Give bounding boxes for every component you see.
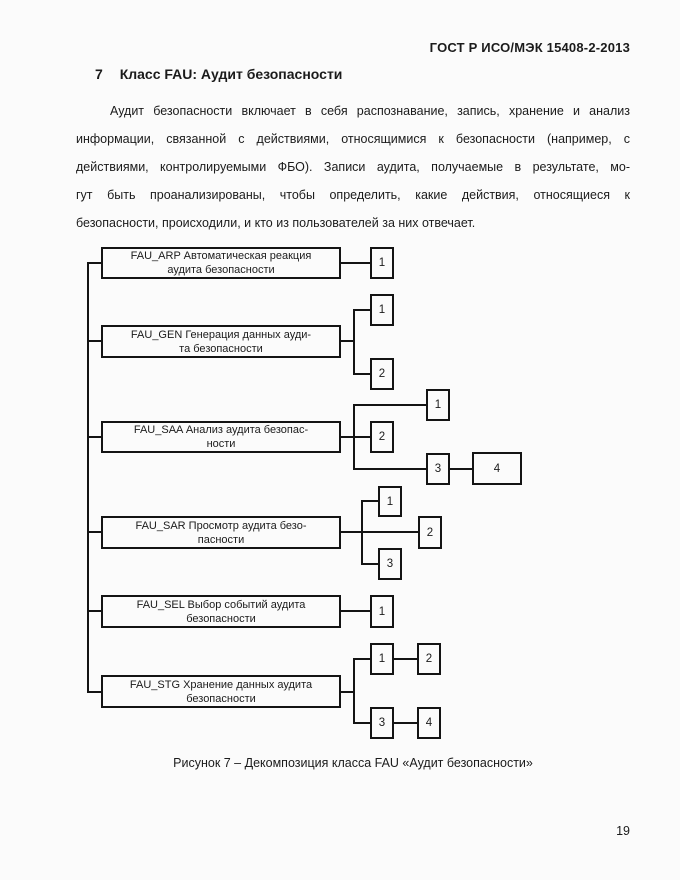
connector-line <box>353 722 370 724</box>
component-box-fau-stg-4: 4 <box>417 707 441 739</box>
connector-line <box>361 500 378 502</box>
family-label-line2: безопасности <box>186 612 256 625</box>
paragraph-line: гут быть проанализированы, чтобы определ… <box>76 188 630 202</box>
paragraph-line: действиями, контролируемыми ФБО). Записи… <box>76 160 630 174</box>
family-label-line1: FAU_SAR Просмотр аудита безо- <box>135 519 307 532</box>
branch-line <box>353 404 355 470</box>
branch-line <box>361 500 363 565</box>
paragraph-line: информации, связанной с действиями, отно… <box>76 132 630 146</box>
connector-line <box>87 531 101 533</box>
component-box-fau-stg-1: 1 <box>370 643 394 675</box>
connector-line <box>450 468 472 470</box>
family-box-fau-sar: FAU_SAR Просмотр аудита безо- пасности <box>101 516 341 549</box>
connector-line <box>341 610 370 612</box>
component-box-fau-sel-1: 1 <box>370 595 394 628</box>
family-label-line1: FAU_ARP Автоматическая реакция <box>130 250 312 262</box>
component-box-fau-arp-1: 1 <box>370 247 394 279</box>
family-label-line2: та безопасности <box>179 342 263 355</box>
connector-line <box>87 691 101 693</box>
connector-line <box>353 309 370 311</box>
document-header: ГОСТ Р ИСО/МЭК 15408-2-2013 <box>429 40 630 55</box>
connector-line <box>341 691 355 693</box>
connector-line <box>353 373 370 375</box>
family-box-fau-stg: FAU_STG Хранение данных аудита безопасно… <box>101 675 341 708</box>
connector-line <box>394 722 417 724</box>
connector-line <box>87 262 101 264</box>
page-number: 19 <box>616 824 630 838</box>
connector-line <box>87 610 101 612</box>
component-box-fau-saa-2: 2 <box>370 421 394 453</box>
family-label-line1: FAU_STG Хранение данных аудита <box>129 678 313 691</box>
connector-line <box>341 262 370 264</box>
branch-line <box>353 309 355 375</box>
component-box-fau-saa-1: 1 <box>426 389 450 421</box>
family-box-fau-sel: FAU_SEL Выбор событий аудита безопасност… <box>101 595 341 628</box>
connector-line <box>353 404 426 406</box>
component-box-fau-stg-2: 2 <box>417 643 441 675</box>
family-label-line2: безопасности <box>186 692 256 705</box>
component-box-fau-gen-1: 1 <box>370 294 394 326</box>
connector-line <box>353 468 426 470</box>
section-number: 7 <box>95 66 103 82</box>
family-label-line2: аудита безопасности <box>167 264 275 276</box>
connector-line <box>341 531 418 533</box>
paragraph-line: Аудит безопасности включает в себя распо… <box>110 104 630 118</box>
connector-line <box>353 658 370 660</box>
family-label-line2: ности <box>206 438 236 450</box>
family-label-line1: FAU_SAA Анализ аудита безопас- <box>133 424 309 436</box>
paragraph-line: безопасности, происходили, и кто из поль… <box>76 216 476 230</box>
component-box-fau-gen-2: 2 <box>370 358 394 390</box>
connector-line <box>394 658 417 660</box>
section-title-text: Класс FAU: Аудит безопасности <box>119 66 343 82</box>
connector-line <box>87 340 101 342</box>
component-box-fau-sar-3: 3 <box>378 548 402 580</box>
connector-line <box>341 340 355 342</box>
component-box-fau-stg-3: 3 <box>370 707 394 739</box>
family-box-fau-arp: FAU_ARP Автоматическая реакция аудита бе… <box>101 247 341 279</box>
body-paragraph: Аудит безопасности включает в себя распо… <box>76 97 630 237</box>
connector-line <box>87 436 101 438</box>
connector-line <box>341 436 370 438</box>
branch-line <box>353 658 355 724</box>
connector-line <box>361 563 378 565</box>
figure-caption: Рисунок 7 – Декомпозиция класса FAU «Ауд… <box>173 756 533 770</box>
component-box-fau-sar-1: 1 <box>378 486 402 517</box>
section-title: 7 Класс FAU: Аудит безопасности <box>95 66 342 82</box>
component-box-fau-saa-4: 4 <box>472 452 522 485</box>
family-label-line1: FAU_GEN Генерация данных ауди- <box>130 328 312 341</box>
family-box-fau-gen: FAU_GEN Генерация данных ауди- та безопа… <box>101 325 341 358</box>
family-label-line2: пасности <box>197 533 245 546</box>
component-box-fau-sar-2: 2 <box>418 516 442 549</box>
family-label-line1: FAU_SEL Выбор событий аудита <box>136 598 306 611</box>
family-box-fau-saa: FAU_SAA Анализ аудита безопас- ности <box>101 421 341 453</box>
component-box-fau-saa-3: 3 <box>426 453 450 485</box>
spine-line <box>87 262 89 693</box>
